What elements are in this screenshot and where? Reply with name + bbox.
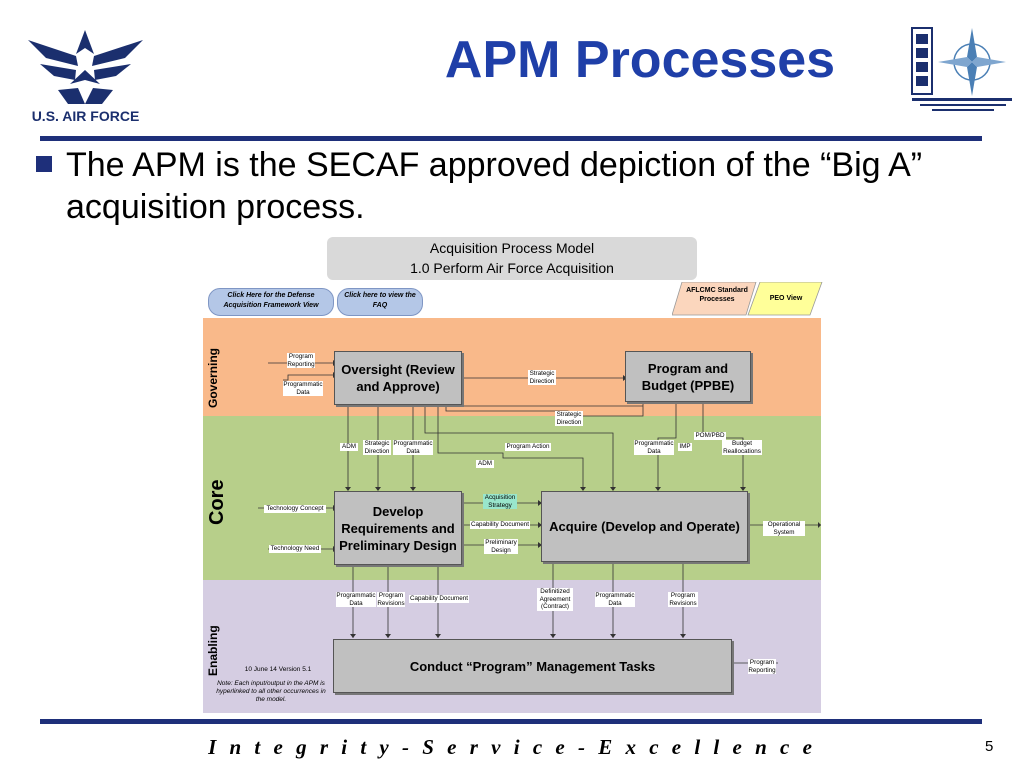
adm-label-2[interactable]: ADM xyxy=(476,460,494,468)
programmatic-data-label-5[interactable]: Programmatic Data xyxy=(595,592,635,607)
budget-reallocations-label[interactable]: Budget Reallocations xyxy=(722,440,762,455)
definitized-agreement-label[interactable]: Definitized Agreement (Contract) xyxy=(537,588,573,611)
imp-label[interactable]: IMP xyxy=(678,443,692,451)
programmatic-data-label-3[interactable]: Programmatic Data xyxy=(634,440,674,455)
programmatic-data-label-2[interactable]: Programmatic Data xyxy=(393,440,433,455)
technology-concept-label[interactable]: Technology Concept xyxy=(264,505,326,513)
adm-label-1[interactable]: ADM xyxy=(340,443,358,451)
pom-pbd-label[interactable]: POM/PBD xyxy=(694,432,726,440)
model-title-line2: 1.0 Perform Air Force Acquisition xyxy=(410,260,614,276)
acquisition-process-diagram: Governing Core Enabling xyxy=(203,318,821,713)
slide-title: APM Processes xyxy=(444,31,836,89)
capability-document-label-1[interactable]: Capability Document xyxy=(470,521,530,529)
program-revisions-label-2[interactable]: Program Revisions xyxy=(668,592,698,607)
ppbe-box[interactable]: Program and Budget (PPBE) xyxy=(625,351,751,402)
strategic-direction-label-2[interactable]: Strategic Direction xyxy=(555,411,583,426)
technology-need-label[interactable]: Technology Need xyxy=(269,545,321,553)
programmatic-data-input-label[interactable]: Programmatic Data xyxy=(283,381,323,396)
header-rule xyxy=(40,136,982,141)
cret-compass-logo-icon xyxy=(911,27,1012,111)
peo-view-tab[interactable]: PEO View xyxy=(769,295,803,302)
strategic-direction-label-1[interactable]: Strategic Direction xyxy=(528,370,556,385)
program-revisions-label-1[interactable]: Program Revisions xyxy=(377,592,405,607)
program-reporting-output-label[interactable]: Program Reporting xyxy=(748,659,776,674)
version-label: 10 June 14 Version 5.1 xyxy=(244,666,312,673)
operational-system-label[interactable]: Operational System xyxy=(763,521,805,536)
air-force-wings-icon xyxy=(28,30,143,104)
acquire-box[interactable]: Acquire (Develop and Operate) xyxy=(541,491,748,562)
develop-requirements-box[interactable]: Develop Requirements and Preliminary Des… xyxy=(334,491,462,565)
conduct-program-management-box[interactable]: Conduct “Program” Management Tasks xyxy=(333,639,732,693)
strategic-direction-label-3[interactable]: Strategic Direction xyxy=(363,440,391,455)
bullet-text: The APM is the SECAF approved depiction … xyxy=(66,146,923,226)
peo-tab-shape xyxy=(747,282,823,316)
process-tabs xyxy=(672,282,823,316)
hyperlink-note: Note: Each input/output in the APM is hy… xyxy=(216,680,326,703)
oversight-box[interactable]: Oversight (Review and Approve) xyxy=(334,351,462,405)
program-reporting-input-label[interactable]: Program Reporting xyxy=(287,353,315,368)
aflcmc-tab-shape xyxy=(672,282,757,316)
page-number: 5 xyxy=(985,738,994,755)
capability-document-label-2[interactable]: Capability Document xyxy=(409,595,469,603)
model-title: Acquisition Process Model 1.0 Perform Ai… xyxy=(327,237,697,280)
us-air-force-wordmark: U.S. AIR FORCE xyxy=(31,108,140,124)
program-action-label[interactable]: Program Action xyxy=(505,443,551,451)
defense-framework-link[interactable]: Click Here for the Defense Acquisition F… xyxy=(208,288,334,316)
acquisition-strategy-label[interactable]: Acquisition Strategy xyxy=(483,494,517,509)
programmatic-data-label-4[interactable]: Programmatic Data xyxy=(336,592,376,607)
faq-link[interactable]: Click here to view the FAQ xyxy=(337,288,423,316)
model-title-line1: Acquisition Process Model xyxy=(429,240,595,256)
motto: I n t e g r i t y - S e r v i c e - E x … xyxy=(208,735,816,759)
footer-rule xyxy=(40,719,982,724)
bullet-square-icon xyxy=(36,156,52,172)
preliminary-design-label[interactable]: Preliminary Design xyxy=(484,539,518,554)
aflcmc-standard-processes-tab[interactable]: AFLCMC Standard Processes xyxy=(686,287,748,303)
